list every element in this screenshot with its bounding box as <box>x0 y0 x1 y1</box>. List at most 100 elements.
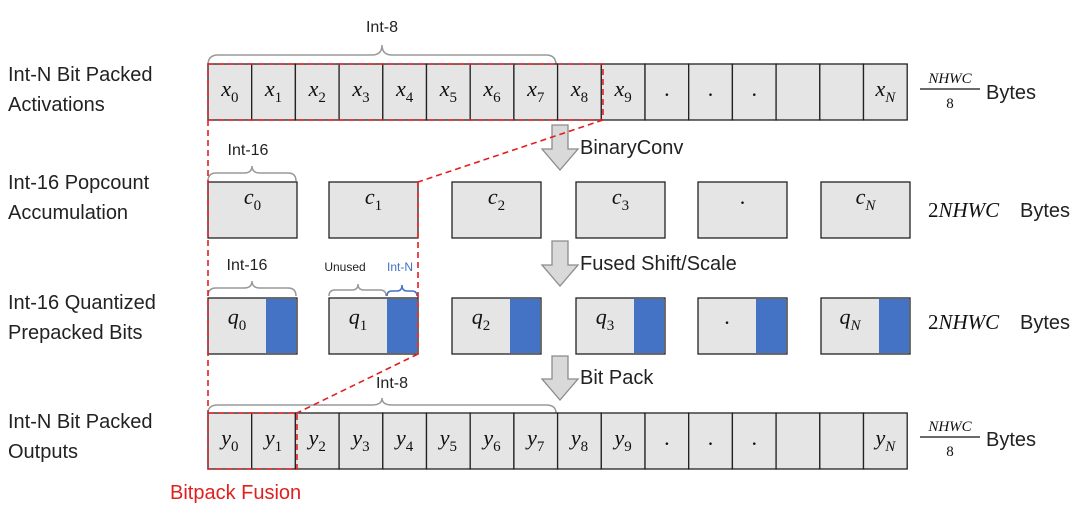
down-arrow-icon <box>540 124 580 171</box>
unused-label: Unused <box>324 260 365 274</box>
quantized-label-1: q1 <box>349 304 368 334</box>
output-label-8: y8 <box>569 425 588 455</box>
output-cell-box <box>513 412 559 470</box>
output-label-5: y5 <box>438 425 457 455</box>
row-label-activations: Int-N Bit Packed Activations <box>8 64 153 116</box>
int16-label-popcount: Int-16 <box>228 142 269 159</box>
activation-cell-box <box>338 63 384 121</box>
int8-label-outputs: Int-8 <box>376 375 408 392</box>
int8-brace-activations <box>207 44 557 66</box>
output-label-15: yN <box>873 425 896 455</box>
binaryconv-arrow: BinaryConv <box>540 124 683 171</box>
quantized-size-formula: 2NHWC <box>928 310 1000 334</box>
fusion-box-activations <box>207 63 604 121</box>
activation-label-8: x8 <box>570 76 588 106</box>
output-cell-box <box>688 412 734 470</box>
activation-cell: x2 <box>294 63 340 121</box>
activation-cell: x0 <box>207 63 253 121</box>
activation-cell: x8 <box>556 63 602 121</box>
output-label-0: y0 <box>219 425 238 455</box>
output-cell-box <box>731 412 777 470</box>
popcount-cell: c0 <box>207 181 298 239</box>
popcount-cell-box <box>328 181 419 239</box>
activation-cell-box <box>862 63 908 121</box>
row-label-popcount-line1: Int-16 Popcount <box>8 172 150 194</box>
output-cell: . <box>731 412 777 470</box>
row-label-quantized-line2: Prepacked Bits <box>8 322 143 344</box>
fusion-box-outputs <box>207 412 298 470</box>
fused-shift-scale-arrow: Fused Shift/Scale <box>540 240 737 287</box>
popcount-size-formula: 2NHWC <box>928 198 1000 222</box>
fusion-diagonal-upper <box>417 119 604 183</box>
quantized-cell: . <box>697 297 788 355</box>
activations-size-denominator: 8 <box>946 96 954 112</box>
quantized-intn-bits <box>879 299 909 353</box>
output-cell: y5 <box>425 412 471 470</box>
activation-cell: x1 <box>251 63 297 121</box>
popcount-label-5: cN <box>856 184 877 214</box>
popcount-size: 2NHWC Bytes <box>928 198 1070 222</box>
output-cell-box <box>819 412 865 470</box>
quantized-label-0: q0 <box>228 304 247 334</box>
output-cell: . <box>688 412 734 470</box>
activation-label-12: . <box>752 76 758 101</box>
down-arrow-icon <box>540 355 580 401</box>
activation-cell: . <box>688 63 734 121</box>
activation-cell <box>819 63 865 121</box>
outputs-size-numerator: NHWC <box>927 419 972 435</box>
popcount-size-unit: Bytes <box>1020 200 1070 222</box>
quantized-intn-bits <box>510 299 540 353</box>
bit-pack-arrow: Bit Pack <box>540 355 654 401</box>
bitpack-fusion-highlight: Bitpack Fusion <box>170 63 604 504</box>
activation-cell-box <box>688 63 734 121</box>
activations-size-unit: Bytes <box>986 82 1036 104</box>
output-cell: y9 <box>600 412 646 470</box>
quantized-cell: q1 <box>328 297 419 355</box>
activation-label-10: . <box>664 76 670 101</box>
row-label-activations-line1: Int-N Bit Packed <box>8 64 153 86</box>
outputs-size-denominator: 8 <box>946 444 954 460</box>
quantized-cell: qN <box>820 297 911 355</box>
popcount-cell: c3 <box>575 181 666 239</box>
quantized-intn-bits <box>756 299 786 353</box>
intn-label: Int-N <box>387 260 413 274</box>
row-label-popcount-line2: Accumulation <box>8 202 128 224</box>
fusion-diagonal-lower <box>296 353 419 414</box>
popcount-cell-box <box>451 181 542 239</box>
output-label-2: y2 <box>307 425 326 455</box>
down-arrow-icon <box>540 240 580 287</box>
quantized-label-5: qN <box>839 304 861 334</box>
activation-label-3: x3 <box>351 76 369 106</box>
intn-brace <box>386 284 418 297</box>
activation-cell-box <box>775 63 821 121</box>
popcount-cell-box <box>820 181 911 239</box>
activation-cell-box <box>731 63 777 121</box>
quantized-cell: q0 <box>207 297 298 355</box>
bitpack-fusion-label: Bitpack Fusion <box>170 482 301 504</box>
activation-cell: x3 <box>338 63 384 121</box>
quantized-label-3: q3 <box>596 304 615 334</box>
output-label-3: y3 <box>350 425 369 455</box>
popcount-cell: cN <box>820 181 911 239</box>
output-cell: . <box>644 412 690 470</box>
row-label-quantized: Int-16 Quantized Prepacked Bits <box>8 292 156 344</box>
activation-cell: x6 <box>469 63 515 121</box>
activation-label-15: xN <box>874 76 896 106</box>
output-cell-box <box>775 412 821 470</box>
activation-cell-box <box>513 63 559 121</box>
quantized-size-unit: Bytes <box>1020 312 1070 334</box>
activation-label-9: x9 <box>614 76 632 106</box>
popcount-cell: c1 <box>328 181 419 239</box>
output-cell-box <box>556 412 602 470</box>
output-cell-box <box>382 412 428 470</box>
activation-cell: x5 <box>425 63 471 121</box>
output-cell: y7 <box>513 412 559 470</box>
activation-cell-box <box>251 63 297 121</box>
output-label-11: . <box>708 425 714 450</box>
row-label-outputs-line2: Outputs <box>8 441 78 463</box>
popcount-label-4: . <box>740 184 746 209</box>
output-cell <box>819 412 865 470</box>
